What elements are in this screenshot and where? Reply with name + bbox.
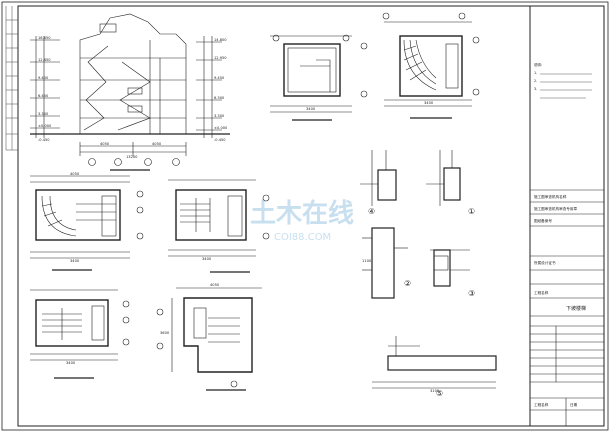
dim-label: 4050 bbox=[152, 142, 162, 146]
dim-label: 3100 bbox=[430, 389, 440, 393]
title-block-text: 施工图审查机构名称 施工图审查机构审查专用章 图纸备案号 所属设计证书 工程名称… bbox=[534, 194, 586, 407]
mid-plan-center bbox=[168, 179, 270, 273]
watermark: 土木在线 COI88.COM bbox=[250, 199, 354, 243]
level-label: 16.650 bbox=[38, 36, 51, 40]
dim-label: 13200 bbox=[126, 155, 138, 159]
stair-section-drawing bbox=[30, 13, 230, 171]
level-label: 12.950 bbox=[214, 56, 227, 60]
level-label: 12.650 bbox=[38, 58, 51, 62]
watermark-url: COI88.COM bbox=[274, 232, 331, 243]
detail-marks: ① ② ③ ④ ⑤ 1100 3100 bbox=[362, 207, 475, 398]
level-label: 6.450 bbox=[38, 94, 49, 98]
notes-block: 说明： 1. 2. 3. bbox=[534, 62, 544, 91]
binding-strip bbox=[5, 6, 18, 151]
footer-label: 日期 bbox=[570, 402, 578, 407]
detail-mark: ④ bbox=[368, 207, 375, 216]
detail-mark: ③ bbox=[468, 289, 475, 298]
title-block bbox=[529, 6, 604, 426]
section-bottom-dims: 4050 4050 13200 bbox=[100, 142, 162, 159]
top-plan-2 bbox=[382, 12, 480, 119]
bottom-plan-left-dim: 3400 bbox=[66, 361, 76, 365]
level-label: 9.450 bbox=[214, 76, 225, 80]
dim-label: 3400 bbox=[70, 259, 80, 263]
top-plan-2-dim: 3400 bbox=[424, 101, 434, 105]
level-label: 3.300 bbox=[38, 112, 49, 116]
mid-plan-center-dim: 3400 bbox=[202, 257, 212, 261]
detail-mark: ② bbox=[404, 279, 411, 288]
level-label: 9.400 bbox=[38, 76, 49, 80]
level-label: -0.450 bbox=[38, 138, 50, 142]
detail-mark: ① bbox=[468, 207, 475, 216]
level-label: ±0.000 bbox=[214, 126, 228, 130]
title-row: 施工图审查机构审查专用章 bbox=[534, 206, 578, 211]
notes-line: 2. bbox=[534, 79, 537, 83]
level-label: 6.300 bbox=[214, 96, 225, 100]
dim-label: 4050 bbox=[100, 142, 110, 146]
watermark-logo-text: 土木在线 bbox=[250, 199, 354, 229]
detail-mark: ⑤ bbox=[436, 389, 443, 398]
sheet-inner-frame bbox=[17, 5, 605, 427]
dim-label: 4050 bbox=[210, 283, 220, 287]
dim-label: 4050 bbox=[70, 172, 80, 176]
dim-label: 1100 bbox=[362, 259, 372, 263]
title-row: 施工图审查机构名称 bbox=[534, 194, 567, 199]
title-row: 图纸备案号 bbox=[534, 218, 552, 223]
footer-label: 工程名称 bbox=[534, 402, 549, 407]
level-label: 14.800 bbox=[214, 38, 227, 42]
level-label: -0.450 bbox=[214, 138, 226, 142]
mid-plan-left bbox=[30, 175, 144, 271]
notes-line: 1. bbox=[534, 71, 537, 75]
bottom-plan-left bbox=[30, 289, 130, 379]
title-row: 所属设计证书 bbox=[534, 260, 556, 265]
section-right-levels: 14.800 12.950 9.450 6.300 3.300 ±0.000 -… bbox=[214, 38, 228, 142]
bottom-plan-center bbox=[156, 287, 262, 391]
notes-line: 说明： bbox=[534, 62, 544, 67]
title-row: 工程名称 bbox=[534, 290, 549, 295]
level-label: ±0.000 bbox=[38, 124, 52, 128]
dim-label: 3600 bbox=[160, 331, 170, 335]
detail-drawings bbox=[360, 150, 497, 389]
notes-line: 3. bbox=[534, 87, 537, 91]
bottom-plan-center-dims: 4050 3600 bbox=[160, 283, 220, 335]
top-plan-1 bbox=[270, 34, 368, 121]
top-plan-1-dim: 3400 bbox=[306, 107, 316, 111]
mid-plan-left-dims: 4050 3400 bbox=[70, 172, 80, 263]
project-title: 下坡楼梯 bbox=[566, 305, 586, 312]
notes-lines bbox=[540, 73, 592, 99]
section-left-levels: 16.650 12.650 9.400 6.450 3.300 ±0.000 -… bbox=[38, 36, 52, 142]
level-label: 3.300 bbox=[214, 114, 225, 118]
